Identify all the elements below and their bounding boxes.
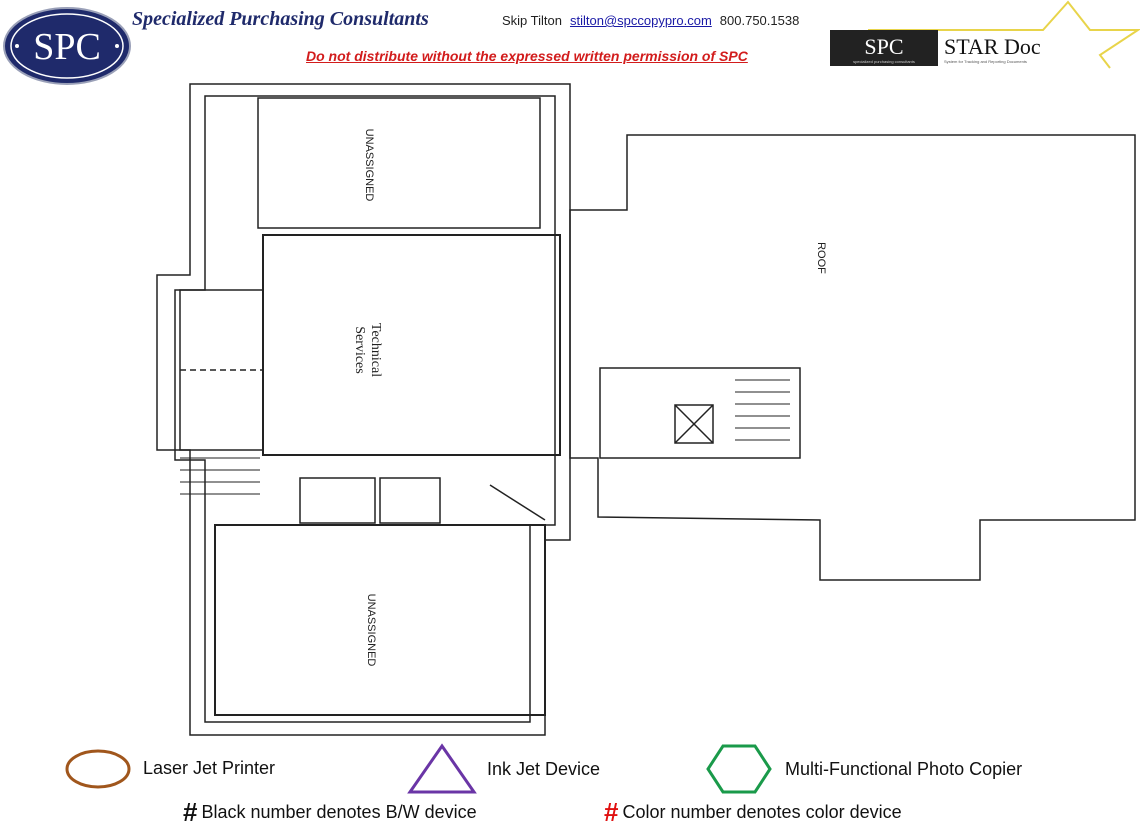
svg-text:STAR Doc: STAR Doc xyxy=(944,34,1041,59)
legend-mfp: Multi-Functional Photo Copier xyxy=(785,759,1023,779)
floor-plan: UNASSIGNED Technical Services UNASSIGNED… xyxy=(156,83,1136,736)
roof-outline xyxy=(569,134,1136,581)
spc-logo: SPC xyxy=(3,7,131,85)
building-outer-wall xyxy=(156,83,571,736)
mfp-copier-icon xyxy=(706,744,772,794)
stair-elevator-core xyxy=(599,367,801,459)
contact-name: Skip Tilton xyxy=(502,13,562,28)
svg-text:SPC: SPC xyxy=(33,26,101,68)
contact-email-link[interactable]: stilton@spccopypro.com xyxy=(569,13,712,28)
svg-text:SPC: SPC xyxy=(864,34,903,59)
elevator xyxy=(674,404,714,444)
upper-unassigned-room xyxy=(257,97,541,229)
room-label-tech-1: Technical xyxy=(368,323,383,377)
contact-phone: 800.750.1538 xyxy=(719,13,800,28)
restroom xyxy=(299,477,376,524)
svg-text:specialized purchasing consult: specialized purchasing consultants xyxy=(853,59,915,64)
black-hash-icon: # xyxy=(183,797,198,827)
legend-inkjet: Ink Jet Device xyxy=(487,759,601,779)
contact-info: Skip Tilton stilton@spccopypro.com 800.750… xyxy=(502,13,799,28)
room-label-lower: UNASSIGNED xyxy=(365,594,377,667)
room-label-upper: UNASSIGNED xyxy=(363,129,375,202)
restroom xyxy=(379,477,441,524)
laser-printer-icon xyxy=(65,749,131,789)
legend-color-text: Color number denotes color device xyxy=(622,802,902,822)
stairs xyxy=(180,379,790,495)
legend-bw: #Black number denotes B/W device xyxy=(183,797,477,828)
room-label-roof: ROOF xyxy=(815,242,827,274)
company-name: Specialized Purchasing Consultants xyxy=(132,8,429,30)
red-hash-icon: # xyxy=(604,797,619,827)
star-doc-logo: SPC specialized purchasing consultants S… xyxy=(830,0,1140,69)
room-label-tech-2: Services xyxy=(352,326,367,373)
lower-unassigned-room xyxy=(214,524,546,716)
legend-bw-text: Black number denotes B/W device xyxy=(201,802,477,822)
distribution-warning: Do not distribute without the expressed … xyxy=(306,48,748,64)
inkjet-device-icon xyxy=(407,743,477,794)
svg-text:System for Tracking and Report: System for Tracking and Reporting Docume… xyxy=(944,59,1027,64)
legend-laser: Laser Jet Printer xyxy=(143,758,276,778)
legend-color: #Color number denotes color device xyxy=(604,797,902,828)
technical-services-room xyxy=(262,234,561,456)
